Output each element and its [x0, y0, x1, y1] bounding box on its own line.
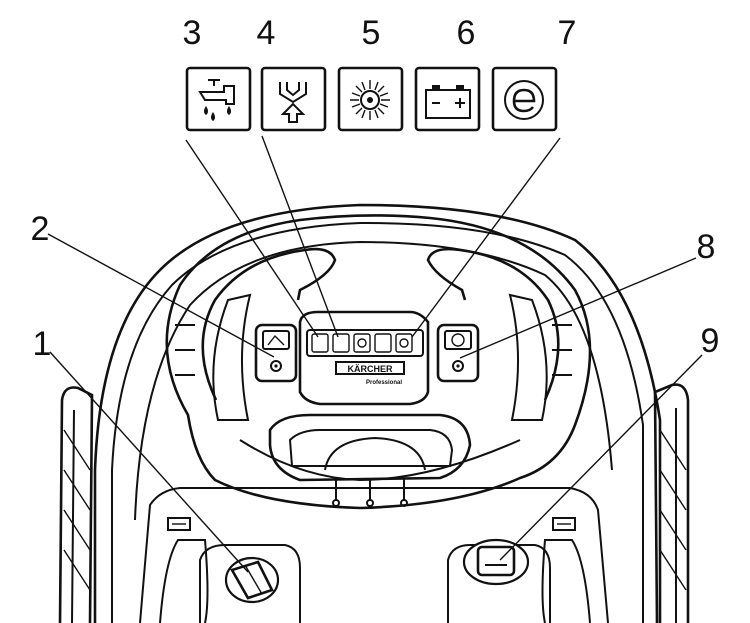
callout-2: 2 [31, 210, 50, 248]
eco-mode-icon [504, 80, 544, 120]
leader-9 [499, 354, 703, 561]
leader-lines [47, 135, 703, 573]
icon-box-6 [414, 66, 481, 132]
brand-plate [335, 361, 405, 375]
leader-3 [185, 139, 319, 338]
icon-box-7 [491, 66, 558, 132]
leader-2 [47, 233, 275, 358]
console-tap-icon [311, 333, 329, 353]
brand-logo: KÄRCHER [348, 364, 394, 374]
leader-8 [459, 257, 697, 359]
battery-icon [425, 85, 471, 119]
icon-box-3 [185, 66, 252, 132]
callout-3: 3 [183, 14, 202, 52]
left-switch-panel [254, 323, 298, 383]
callout-6: 6 [457, 14, 476, 52]
brush-icon [350, 80, 390, 120]
control-console: KÄRCHER Professional [298, 310, 430, 406]
callout-4: 4 [257, 14, 276, 52]
rotary-knob [199, 544, 301, 623]
callout-numbers: 3 4 5 6 7 2 8 1 9 [31, 14, 720, 363]
right-switch-panel [436, 323, 480, 383]
callout-8: 8 [697, 228, 716, 266]
console-flow-icon [332, 333, 350, 353]
leader-1 [49, 351, 249, 573]
callout-9: 9 [701, 322, 720, 360]
leader-4 [261, 135, 339, 338]
icon-box-5 [337, 66, 404, 132]
console-eco-icon [395, 333, 413, 353]
callout-7: 7 [558, 14, 577, 52]
console-battery-icon [374, 333, 392, 353]
water-tap-icon [198, 79, 235, 121]
icon-box-4 [260, 66, 327, 132]
callout-1: 1 [33, 325, 52, 363]
callout-5: 5 [362, 14, 381, 52]
flow-up-icon [279, 82, 307, 123]
lower-frame [139, 487, 609, 623]
brand-sub: Professional [366, 380, 402, 386]
push-button [447, 538, 551, 623]
lower-handle [268, 413, 472, 507]
leader-7 [411, 137, 561, 338]
console-brush-icon [353, 333, 371, 353]
